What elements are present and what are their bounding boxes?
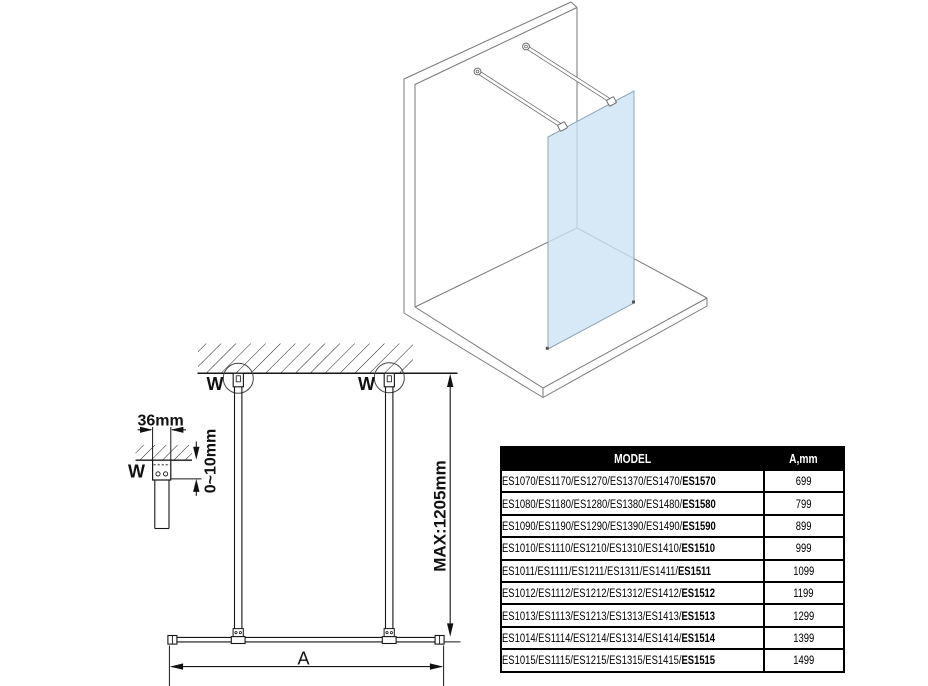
- glass-profile: [168, 636, 444, 643]
- amm-cell: 999: [762, 536, 845, 561]
- wall-mount: [222, 362, 254, 394]
- w-label: W: [128, 462, 145, 482]
- amm-cell: 799: [762, 491, 845, 516]
- amm-cell: 1399: [762, 625, 845, 651]
- model-cell: ES1011/ES1111/ES1211/ES1311/ES1411/ES151…: [500, 558, 765, 583]
- model-cell: ES1014/ES1114/ES1214/ES1314/ES1414/ES151…: [500, 625, 765, 651]
- model-table: MODEL A,mm ES1070/ES1170/ES1270/ES1370/E…: [500, 446, 845, 673]
- amm-cell: 1499: [762, 648, 845, 673]
- max-dimension: [443, 373, 461, 643]
- bracket-width-label: 36mm: [138, 413, 184, 430]
- table-row: ES1012/ES1112/ES1212/ES1312/ES1412/ES151…: [500, 580, 845, 606]
- wall-mount: [373, 362, 405, 394]
- model-cell: ES1013/ES1113/ES1213/ES1313/ES1413/ES151…: [500, 603, 765, 628]
- table-row: ES1010/ES1110/ES1210/ES1310/ES1410/ES151…: [500, 536, 845, 561]
- model-cell: ES1012/ES1112/ES1212/ES1312/ES1412/ES151…: [500, 580, 765, 606]
- glass-foot-dot: [545, 346, 549, 350]
- amm-header: A,mm: [762, 446, 845, 471]
- support-bar: [473, 67, 568, 132]
- plan-view: [135, 343, 461, 686]
- bar-clamp: [381, 628, 397, 645]
- model-cell: ES1090/ES1190/ES1290/ES1390/ES1490/ES159…: [500, 513, 765, 539]
- max-height-label: MAX:1205mm: [431, 460, 450, 572]
- w-label: W: [207, 374, 224, 394]
- bracket-detail: [135, 426, 202, 530]
- model-cell: ES1010/ES1110/ES1210/ES1310/ES1410/ES151…: [500, 536, 765, 561]
- amm-cell: 1199: [762, 580, 845, 606]
- table-row: ES1014/ES1114/ES1214/ES1314/ES1414/ES151…: [500, 625, 845, 651]
- amm-cell: 899: [762, 513, 845, 539]
- amm-cell: 1299: [762, 603, 845, 628]
- amm-cell: 1099: [762, 558, 845, 583]
- model-cell: ES1015/ES1115/ES1215/ES1315/ES1415/ES151…: [500, 648, 765, 673]
- table-row: ES1013/ES1113/ES1213/ES1313/ES1413/ES151…: [500, 603, 845, 628]
- model-cell: ES1080/ES1180/ES1280/ES1380/ES1480/ES158…: [500, 491, 765, 516]
- table-row: ES1011/ES1111/ES1211/ES1311/ES1411/ES151…: [500, 558, 845, 583]
- table-row: ES1015/ES1115/ES1215/ES1315/ES1415/ES151…: [500, 648, 845, 673]
- wall-hatch: [198, 343, 413, 373]
- model-table-body: ES1070/ES1170/ES1270/ES1370/ES1470/ES157…: [500, 468, 845, 673]
- plan-support-bar: [233, 386, 394, 629]
- table-row: ES1090/ES1190/ES1290/ES1390/ES1490/ES159…: [500, 513, 845, 539]
- glass-foot-dot: [632, 300, 635, 304]
- bar-clamp: [230, 628, 246, 645]
- table-row: ES1080/ES1180/ES1280/ES1380/ES1480/ES158…: [500, 491, 845, 516]
- table-header-row: MODEL A,mm: [500, 446, 845, 471]
- amm-cell: 699: [762, 468, 845, 494]
- glass-end-cap: [167, 634, 445, 645]
- adjustment-label: 0~10mm: [203, 429, 220, 494]
- support-bar: [522, 42, 617, 107]
- table-row: ES1070/ES1170/ES1270/ES1370/ES1470/ES157…: [500, 468, 845, 494]
- model-cell: ES1070/ES1170/ES1270/ES1370/ES1470/ES157…: [500, 468, 765, 494]
- a-dimension: [168, 645, 445, 686]
- w-label: W: [358, 374, 375, 394]
- model-header: MODEL: [500, 446, 765, 471]
- a-dim-label: A: [297, 649, 309, 669]
